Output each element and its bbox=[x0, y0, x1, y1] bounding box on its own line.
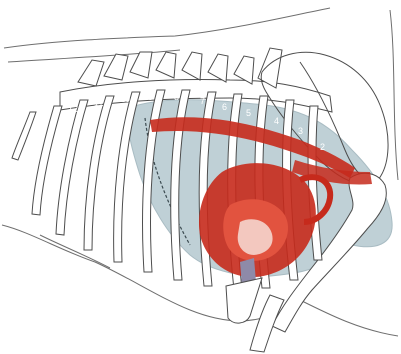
rib-label-13: 13 bbox=[40, 110, 50, 120]
rib-label-10: 10 bbox=[120, 94, 130, 104]
rib-label-5: 5 bbox=[246, 108, 251, 118]
rib-label-9: 9 bbox=[148, 92, 153, 102]
rib-label-11: 11 bbox=[94, 98, 103, 108]
rib-label-3: 3 bbox=[298, 126, 303, 136]
rib-13 bbox=[12, 112, 36, 160]
rib-label-12: 12 bbox=[68, 104, 78, 114]
probe-handle bbox=[226, 278, 262, 323]
rib-label-4: 4 bbox=[274, 116, 279, 126]
rib-label-7: 7 bbox=[200, 96, 205, 106]
rib-11 bbox=[56, 100, 88, 235]
rib-label-6: 6 bbox=[222, 102, 227, 112]
rib-label-8: 8 bbox=[174, 92, 179, 102]
rib-12 bbox=[32, 106, 62, 215]
rib-label-2: 2 bbox=[320, 142, 325, 152]
rib-10 bbox=[84, 96, 114, 250]
